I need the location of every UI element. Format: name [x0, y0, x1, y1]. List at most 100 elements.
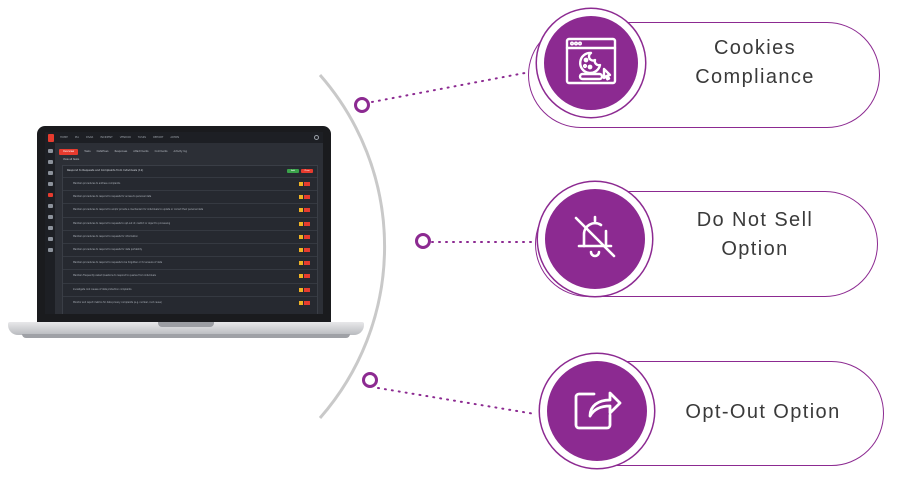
document-icon[interactable] — [47, 193, 53, 197]
task-title: Maintain procedures to respond to and/or… — [73, 208, 204, 212]
feature-label-do-not-sell: Do Not Sell Option — [660, 206, 850, 264]
calendar-icon[interactable] — [47, 182, 53, 186]
feature-label-cookies: Cookies Compliance — [660, 34, 850, 92]
status-badge — [299, 195, 303, 200]
app-logo — [48, 133, 54, 142]
user-icon[interactable] — [314, 135, 319, 140]
task-title: Investigate root causes of data protecti… — [73, 287, 132, 291]
nav-item[interactable]: VENDOR — [119, 136, 131, 139]
app-topbar: HOME PIA DSAR INCIDENT VENDOR TASKS REPO… — [45, 132, 323, 143]
nav-item[interactable]: DSAR — [85, 136, 94, 139]
table-row[interactable]: Maintain procedures to respond to reques… — [63, 216, 317, 231]
inbox-icon[interactable] — [47, 160, 53, 164]
status-badge — [299, 208, 303, 213]
table-row[interactable]: Maintain procedures to respond to reques… — [63, 243, 317, 257]
priority-badge — [304, 208, 310, 213]
settings-icon[interactable] — [47, 248, 53, 252]
priority-badge — [304, 182, 310, 186]
laptop-screen: HOME PIA DSAR INCIDENT VENDOR TASKS REPO… — [45, 132, 323, 314]
timeline-node-1 — [354, 97, 370, 113]
app-sidebar — [45, 143, 55, 314]
tab-attachments[interactable]: Attachments — [133, 150, 149, 153]
cookie-browser-icon — [564, 36, 618, 91]
priority-badge — [304, 300, 310, 305]
priority-badge — [304, 248, 310, 252]
tab-activity-log[interactable]: Activity log — [173, 150, 187, 153]
feature-label-line: Option — [721, 238, 789, 260]
panel-title: Respond to Requests and Complaints from … — [67, 169, 144, 172]
task-title: Maintain procedures to respond to reques… — [73, 248, 143, 251]
nav-item[interactable]: ADMIN — [170, 136, 180, 139]
feature-badge-opt-out — [540, 354, 654, 468]
nav-item[interactable]: PIA — [74, 136, 79, 139]
connector-dots-3 — [377, 387, 536, 415]
status-badge — [299, 287, 303, 292]
tab-responses[interactable]: Responses — [114, 150, 128, 153]
view-all-link[interactable]: View all tasks — [63, 158, 80, 161]
status-badge — [299, 300, 303, 305]
nav-item[interactable]: REPORT — [153, 136, 164, 139]
task-title: Monitor and report metrics for data priv… — [73, 300, 162, 304]
add-button[interactable]: Add — [287, 169, 299, 173]
priority-badge — [304, 234, 310, 239]
priority-badge — [304, 195, 310, 200]
task-title: Maintain procedures to respond to reques… — [73, 221, 171, 225]
timeline-arc — [318, 74, 387, 419]
priority-badge — [304, 221, 310, 226]
task-title: Maintain procedures to respond to reques… — [73, 261, 163, 265]
feature-label-line: Do Not Sell — [696, 209, 814, 231]
task-title: Maintain procedures to address complaint… — [73, 182, 121, 185]
task-title: Maintain procedures to respond to reques… — [73, 195, 152, 199]
priority-badge — [304, 261, 310, 266]
tab-tasks[interactable]: Tasks — [84, 150, 91, 153]
nav-item[interactable]: TASKS — [137, 136, 147, 139]
feature-label-line: Compliance — [695, 66, 815, 88]
laptop-notch — [158, 322, 214, 327]
muted-bell-icon — [570, 211, 620, 268]
timeline-node-2 — [415, 233, 431, 249]
tab-overview[interactable]: Overview — [59, 148, 79, 155]
table-row[interactable]: Maintain procedures to respond to reques… — [63, 256, 317, 270]
status-badge — [299, 274, 303, 279]
timeline-node-3 — [362, 372, 378, 388]
status-badge — [299, 182, 303, 186]
table-row[interactable]: Maintain procedures to respond to reques… — [63, 190, 317, 204]
task-title: Maintain procedures to respond to reques… — [73, 234, 138, 238]
table-row[interactable]: Maintain procedures to respond to and/or… — [63, 203, 317, 217]
share-out-icon — [572, 386, 622, 437]
feature-badge-cookies — [537, 9, 645, 117]
status-badge — [299, 248, 303, 252]
edit-icon[interactable] — [47, 226, 53, 230]
warning-icon[interactable] — [47, 204, 53, 208]
tab-comments[interactable]: Comments — [154, 150, 168, 153]
feature-label-line: Opt-Out Option — [685, 401, 841, 423]
rocket-icon[interactable] — [47, 237, 53, 241]
task-panel: Respond to Requests and Complaints from … — [62, 165, 318, 314]
task-title: Maintain Frequently Asked Questions to r… — [73, 274, 156, 278]
nav-item[interactable]: INCIDENT — [100, 136, 113, 139]
app-tabs: Overview Tasks Dataflows Responses Attac… — [59, 148, 193, 155]
priority-badge — [304, 274, 310, 279]
feature-label-line: Cookies — [713, 37, 797, 59]
table-row[interactable]: Investigate root causes of data protecti… — [63, 282, 317, 297]
dashboard-icon[interactable] — [47, 149, 53, 153]
status-badge — [299, 261, 303, 266]
laptop-base — [8, 322, 364, 335]
connector-dots-1 — [371, 71, 531, 103]
table-row[interactable]: Maintain Frequently Asked Questions to r… — [63, 269, 317, 283]
table-row[interactable]: Maintain procedures to address complaint… — [63, 177, 317, 191]
table-row[interactable]: Monitor and report metrics for data priv… — [63, 295, 317, 310]
feature-badge-do-not-sell — [538, 182, 652, 296]
home-icon[interactable] — [47, 171, 53, 175]
eye-icon[interactable] — [47, 215, 53, 219]
nav-item[interactable]: HOME — [60, 136, 68, 139]
feature-label-opt-out: Opt-Out Option — [668, 398, 858, 427]
close-button[interactable]: Close — [301, 169, 313, 173]
tab-dataflows[interactable]: Dataflows — [96, 150, 109, 153]
priority-badge — [304, 287, 310, 292]
laptop-foot — [22, 334, 350, 338]
table-row[interactable]: Maintain procedures to respond to reques… — [63, 229, 317, 244]
status-badge — [299, 221, 303, 226]
status-badge — [299, 234, 303, 239]
